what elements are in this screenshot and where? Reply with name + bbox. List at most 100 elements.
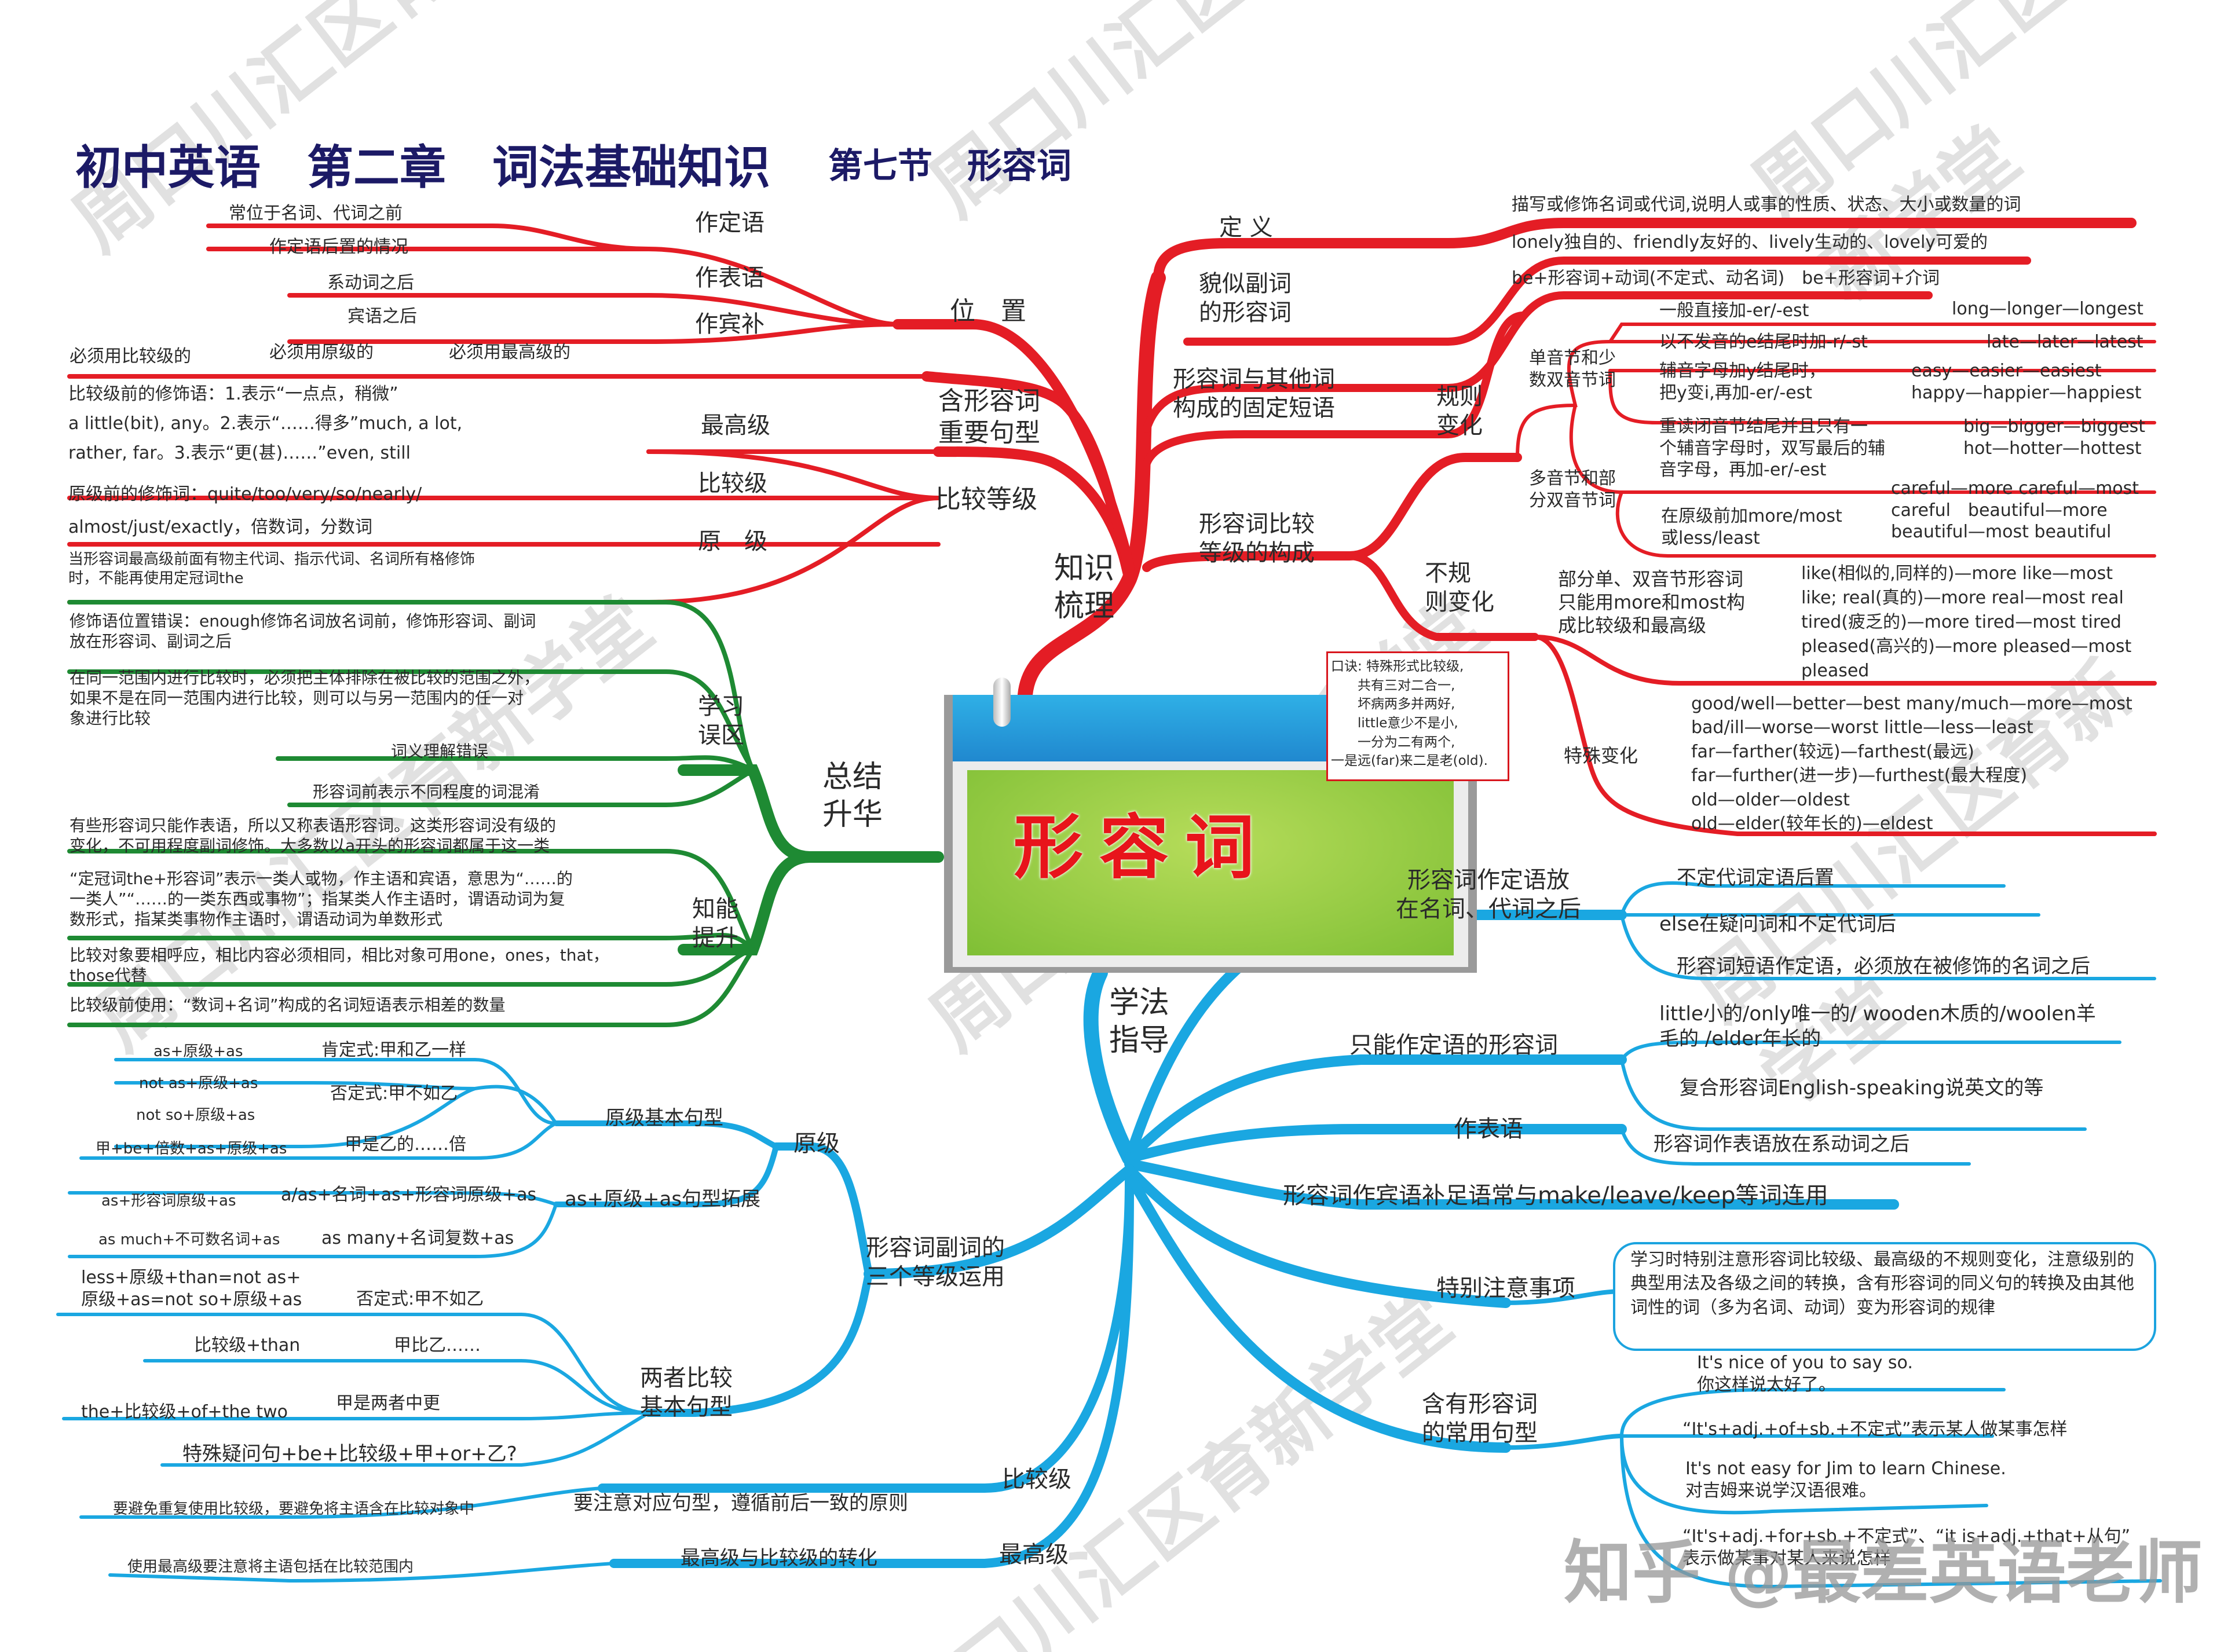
node-attributive[interactable]: 作定语 <box>695 210 765 236</box>
node-attention[interactable]: 特别注意事项 <box>1436 1275 1575 1302</box>
improve-item: 有些形容词只能作表语，所以又称表语形容词。这类形容词没有级的 变化，不可用程度副… <box>70 816 557 855</box>
predicative-item: 形容词作表语放在系动词之后 <box>1654 1133 1910 1156</box>
attr-only-item: little小的/only唯一的/ wooden木质的/woolen羊 毛的 /… <box>1659 1002 2096 1050</box>
mnemonic-text: 口诀: 特殊形式比较级, 共有三对二合一, 坏病两多并两好, little意少不… <box>1331 659 1488 769</box>
calendar-ring-left <box>993 677 1011 727</box>
watermark: 周口川汇区育新学堂 <box>879 1275 1468 1652</box>
node-comparative-degree[interactable]: 比较级 <box>1002 1466 1071 1493</box>
detail: 作定语后置的情况 <box>269 237 408 257</box>
postposition-item: 形容词短语作定语，必须放在被修饰的名词之后 <box>1677 955 2090 978</box>
node-superlative-degree[interactable]: 最高级 <box>999 1541 1069 1568</box>
example: careful—more careful—most careful beauti… <box>1891 478 2139 542</box>
node-sentence-patterns[interactable]: 含形容词 重要句型 <box>938 386 1040 448</box>
form: less+原级+than=not as+ 原级+as=not so+原级+as <box>81 1268 302 1310</box>
comparative-detail: 要避免重复使用比较级，要避免将主语含在比较对象中 <box>113 1500 475 1518</box>
superlative-item: 最高级与比较级的转化 <box>681 1547 877 1570</box>
node-adverb-like[interactable]: 貌似副词 的形容词 <box>1199 270 1292 326</box>
branch-zongjie[interactable]: 总结 升华 <box>822 760 883 832</box>
pattern-item: “It's+adj.+of+sb.+不定式”表示某人做某事怎样 <box>1682 1419 2068 1439</box>
node-special[interactable]: 特殊变化 <box>1564 745 1638 767</box>
detail: 比较级前的修饰语：1.表示“一点点，稍微” a little(bit), any… <box>68 384 463 463</box>
attention-box <box>1613 1242 2156 1351</box>
mistake-item: 形容词前表示不同程度的词混淆 <box>313 782 540 801</box>
pattern-item: It's nice of you to say so. 你这样说太好了。 <box>1697 1353 1913 1395</box>
mistake-item: 修饰语位置错误：enough修饰名词放名词前，修饰形容词、副词 放在形容词、副词… <box>70 611 536 651</box>
calendar-panel <box>967 770 1454 955</box>
postposition-item: else在疑问词和不定代词后 <box>1659 913 1896 936</box>
node-predicative-use[interactable]: 作表语 <box>1454 1116 1523 1142</box>
branch-zhishi[interactable]: 知识 梳理 <box>1054 551 1115 624</box>
detail: be+形容词+动词(不定式、动名词) be+形容词+介词 <box>1512 268 1940 288</box>
example: big—bigger—biggest hot—hotter—hottest <box>1963 416 2145 459</box>
example: easy—easier—easiest happy—happier—happie… <box>1911 361 2142 403</box>
node-postposition[interactable]: 形容词作定语放 在名词、代词之后 <box>1396 867 1581 922</box>
superlative-detail: 使用最高级要注意将主语包括在比较范围内 <box>127 1558 414 1576</box>
node-definition[interactable]: 定 义 <box>1219 214 1273 241</box>
node-fixed-phrases[interactable]: 形容词与其他词 构成的固定短语 <box>1173 366 1335 422</box>
postposition-item: 不定代词定语后置 <box>1677 866 1834 889</box>
node-regular[interactable]: 规则 变化 <box>1436 383 1483 439</box>
node-three-degrees[interactable]: 形容词副词的 三个等级运用 <box>866 1235 1005 1290</box>
node-degrees[interactable]: 比较等级 <box>935 485 1037 514</box>
node-positive-degree[interactable]: 原级 <box>793 1130 840 1157</box>
node-complement[interactable]: 形容词作宾语补足语常与make/leave/keep等词连用 <box>1283 1182 1828 1209</box>
improve-item: “定冠词the+形容词”表示一类人或物，作主语和宾语，意思为“……的 一类人”“… <box>70 869 573 929</box>
rule: 在原级前加more/most 或less/least <box>1661 506 1842 548</box>
page-title: 初中英语 第二章 词法基础知识 <box>75 141 770 195</box>
form: as+原级+as <box>153 1043 243 1060</box>
improve-item: 比较对象要相呼应，相比内容必须相同，相比对象可用one，ones，that， t… <box>70 946 609 985</box>
detail: 必须用最高级的 <box>449 342 570 362</box>
node-more-most[interactable]: 部分单、双音节形容词 只能用more和most构 成比较级和最高级 <box>1558 568 1745 636</box>
mistake-item: 在同一范围内进行比较时，必须把主体排除在被比较的范围之外， 如果不是在同一范围内… <box>70 668 540 728</box>
node-two-compare[interactable]: 两者比较 基本句型 <box>640 1365 733 1420</box>
detail: 宾语之后 <box>348 306 417 327</box>
rule: 重读闭音节结尾并且只有一 个辅音字母时，双写最后的辅 音字母，再加-er/-es… <box>1659 416 1885 480</box>
form: the+比较级+of+the two <box>81 1402 288 1422</box>
attr-only-item: 复合形容词English-speaking说英文的等 <box>1680 1076 2044 1100</box>
form: as+形容词原级+as <box>101 1192 236 1210</box>
meaning: 甲是两者中更 <box>336 1393 440 1413</box>
meaning: a/as+名词+as+形容词原级+as <box>281 1185 537 1205</box>
node-improve[interactable]: 知能 提升 <box>692 896 738 951</box>
rule: 辅音字母加y结尾时， 把y变i,再加-er/-est <box>1659 361 1826 403</box>
meaning: as many+名词复数+as <box>321 1228 514 1248</box>
pattern-item: “It's+adj.+for+sb.+不定式”、“it is+adj.+that… <box>1682 1526 2131 1569</box>
form: as much+不可数名词+as <box>98 1231 280 1248</box>
detail: lonely独自的、friendly友好的、lively生动的、lovely可爱… <box>1512 232 1988 252</box>
example: good/well—better—best many/much—more—mos… <box>1691 694 2132 834</box>
group-polysyllabic[interactable]: 多音节和部 分双音节词 <box>1529 468 1616 511</box>
watermark: 周口川汇区育新学堂 <box>56 0 645 268</box>
node-positive[interactable]: 原 级 <box>698 528 767 555</box>
node-predicative[interactable]: 作表语 <box>695 265 765 291</box>
mistake-item: 词义理解错误 <box>391 742 489 761</box>
meaning: 肯定式:甲和乙一样 <box>321 1040 467 1060</box>
node-superlative[interactable]: 最高级 <box>701 412 770 439</box>
node-irregular[interactable]: 不规 则变化 <box>1425 560 1494 616</box>
zhihu-watermark: 知乎 @最差英语老师 <box>1564 1533 2203 1613</box>
node-object-complement[interactable]: 作宾补 <box>695 311 765 338</box>
example: long—longer—longest <box>1952 299 2143 319</box>
section-title: 第七节 形容词 <box>828 146 1071 186</box>
node-common-patterns[interactable]: 含有形容词 的常用句型 <box>1422 1391 1538 1446</box>
attention-detail: 学习时特别注意形容词比较级、最高级的不规则变化，注意级别的典型用法及各级之间的转… <box>1630 1250 2134 1318</box>
node-mistakes[interactable]: 学习 误区 <box>698 693 744 749</box>
form: 甲+be+倍数+as+原级+as <box>96 1140 287 1158</box>
node-basic-pattern[interactable]: 原级基本句型 <box>605 1107 723 1130</box>
meaning: 否定式:甲不如乙 <box>330 1083 458 1104</box>
example: like(相似的,同样的)—more like—most like; real(… <box>1801 563 2132 681</box>
group-monosyllabic[interactable]: 单音节和少 数双音节词 <box>1529 348 1616 390</box>
comparative-item: 要注意对应句型，遵循前后一致的原则 <box>573 1492 908 1515</box>
node-attr-only[interactable]: 只能作定语的形容词 <box>1349 1032 1558 1058</box>
node-extended-pattern[interactable]: as+原级+as句型拓展 <box>565 1188 761 1211</box>
example: late—later—latest <box>1987 332 2143 352</box>
meaning: 特殊疑问句+be+比较级+甲+or+乙? <box>182 1442 517 1466</box>
node-position[interactable]: 位 置 <box>950 296 1026 326</box>
detail: 系动词之后 <box>327 273 414 293</box>
mnemonic-box <box>1326 651 1509 781</box>
meaning: 甲是乙的……倍 <box>345 1134 466 1155</box>
node-formation[interactable]: 形容词比较 等级的构成 <box>1199 511 1315 566</box>
node-comparative[interactable]: 比较级 <box>698 470 767 497</box>
branch-xuefa[interactable]: 学法 指导 <box>1109 986 1170 1058</box>
detail: 必须用原级的 <box>269 342 374 362</box>
form: 比较级+than <box>194 1335 301 1356</box>
